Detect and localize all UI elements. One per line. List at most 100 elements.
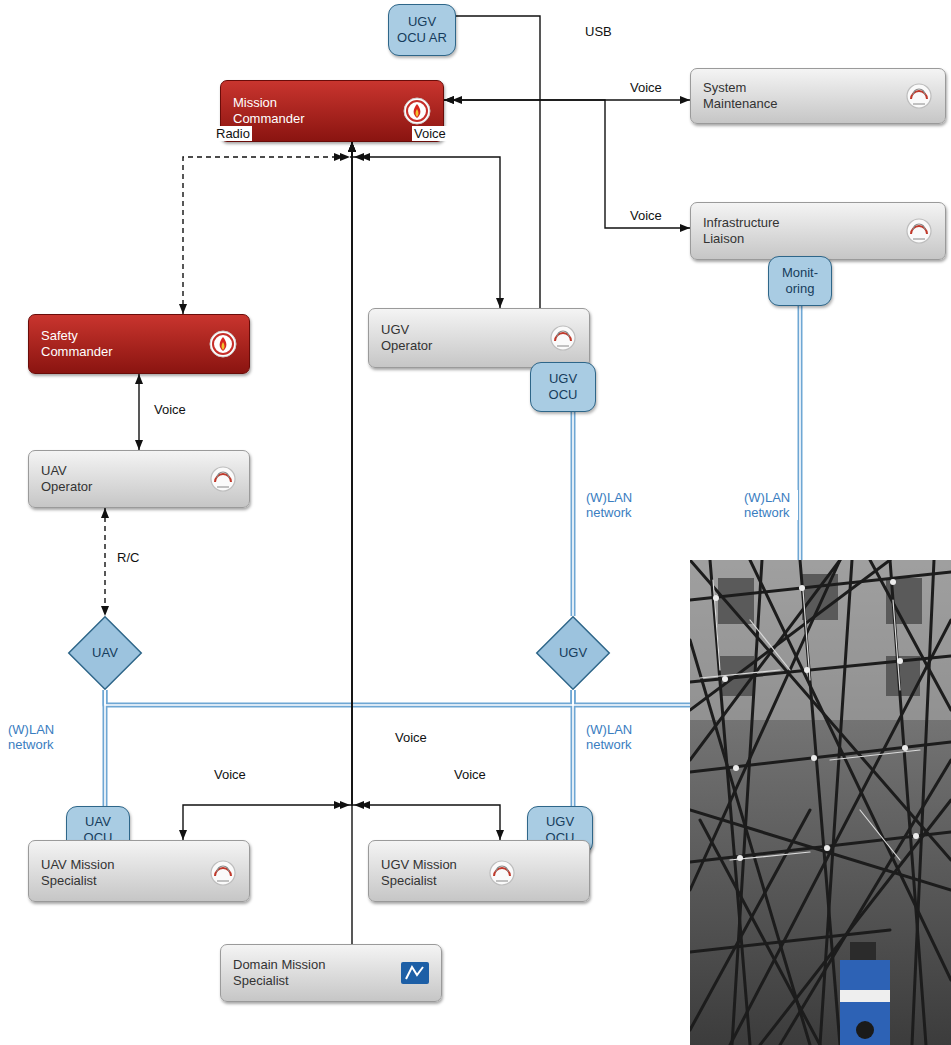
voice-link [352,142,500,308]
logo-arc [913,224,925,230]
node-label: Infrastructure Liaison [703,215,803,247]
connector-label: Voice [212,767,248,782]
logo-icon [904,216,934,246]
logo-icon [548,323,578,353]
connector-label: Voice [393,730,429,745]
role-box: System Maintenance [690,68,946,124]
logo-ring [407,101,427,121]
logo-flame [416,109,419,117]
connector-label: Radio [214,126,252,141]
text-block: UGV Mission Specialist [381,857,481,889]
connector-label: (W)LAN network [6,722,62,752]
vehicle-diamond: UAV [68,616,142,690]
logo-ring [211,861,235,885]
text-block: UGV Operator [381,322,451,354]
arrowhead [334,801,344,809]
connector-label: Voice [452,767,488,782]
connector-label: USB [583,24,614,39]
logo-arc [217,472,229,478]
robot-figure [840,942,890,1045]
arrowhead [360,153,370,161]
text-block: UGV OCU [537,371,589,403]
role-box: UAV Mission Specialist [28,840,250,902]
commander-box: Mission Commander [220,80,444,142]
connector-label: (W)LAN network [584,722,640,752]
text-block: Infrastructure Liaison [703,215,803,247]
logo-arc [496,866,508,872]
tube-highlights [700,580,920,860]
logo-flame [222,342,225,350]
logo-arc [913,89,925,95]
text-block: Domain Mission Specialist [233,957,333,989]
node-label: Monit- oring [775,265,825,297]
arrowhead [360,801,370,809]
logo-icon [904,81,934,111]
network-link-core [572,690,574,806]
node-label: UAV Mission Specialist [41,857,141,889]
logo-base [557,345,569,346]
photo-ground [690,560,951,1045]
scaffold-clamps [713,579,919,861]
logo-base [913,103,925,104]
logo-ring [551,326,575,350]
role-box: UGV Mission Specialist [368,840,590,902]
text-block: UAV Operator [41,463,111,495]
text-block: UAV [92,645,118,661]
logo-icon [400,958,430,988]
connector-label: (W)LAN network [584,490,640,520]
logo-ring [907,84,931,108]
network-link [103,690,108,806]
control-unit-box: Monit- oring [768,256,832,306]
voice-link [444,100,690,228]
connector-label: Voice [628,208,664,223]
text-block: UGV [559,645,587,661]
arrowhead [452,96,462,104]
logo-square [401,962,429,984]
node-label: Safety Commander [41,328,141,360]
logo-arc [217,866,229,872]
node-label: Mission Commander [233,95,333,127]
voice-link [138,374,139,450]
vehicle-diamond: UGV [536,616,610,690]
node-label: UGV Operator [381,322,451,354]
logo-base [913,238,925,239]
connector-label: Voice [152,402,188,417]
network-link-core [572,412,574,616]
logo-ring [490,861,514,885]
connector-label: R/C [115,550,141,565]
text-block: Monit- oring [775,265,825,297]
logo-ring [404,98,430,124]
logo-base [217,880,229,881]
logo-icon [208,329,238,359]
logo-base [217,486,229,487]
node-label: UGV Mission Specialist [381,857,481,889]
network-link [571,412,576,616]
logo-icon [487,858,517,888]
logo-icon [402,96,432,126]
logo-ring [907,219,931,243]
logo-icon [208,858,238,888]
node-label: UGV OCU [537,371,589,403]
logo-ring [213,334,233,354]
network-link [105,690,573,705]
node-label: Domain Mission Specialist [233,957,333,989]
logo-flame [414,104,421,118]
logo-base [496,880,508,881]
connector-label: (W)LAN network [742,490,798,520]
text-block: Safety Commander [41,328,141,360]
scaffold-tubes [690,560,951,1045]
connector-label: Voice [628,80,664,95]
diamond-shape [537,617,610,690]
commander-box: Safety Commander [28,314,250,374]
logo-ring [210,331,236,357]
role-box: Infrastructure Liaison [690,202,946,260]
logo-flame [220,337,227,351]
logo-icon [208,464,238,494]
scaffold-photo [690,560,951,1045]
diamond-shape [69,617,142,690]
role-box: UAV Operator [28,450,250,508]
logo-arc [557,331,569,337]
text-block: Mission Commander [233,95,333,127]
voice-link [456,16,540,308]
